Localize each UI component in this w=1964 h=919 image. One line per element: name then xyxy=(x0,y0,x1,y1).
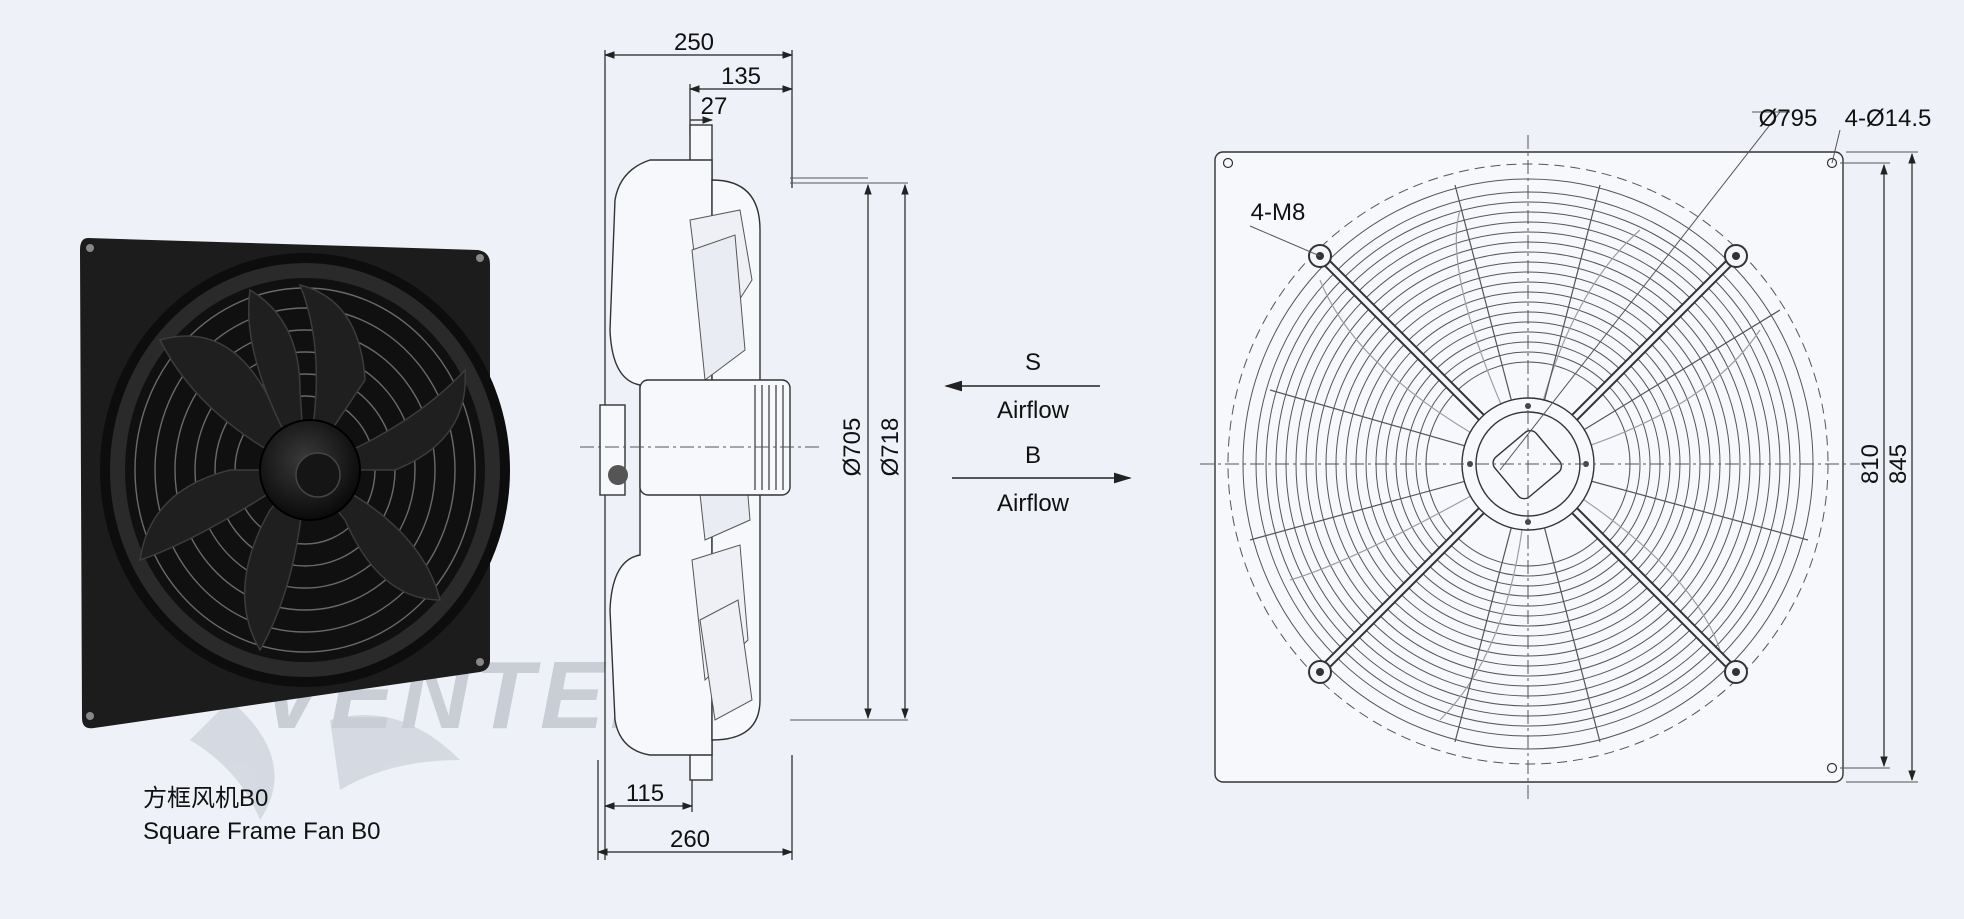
frame-mount-hole-br xyxy=(1826,762,1838,774)
frame-mount-hole-tr xyxy=(1826,157,1838,169)
airflow-s-label: S xyxy=(1025,349,1041,376)
dim-threads: 4-M8 xyxy=(1251,199,1306,226)
dim-frame-to-front: 135 xyxy=(721,63,761,90)
dim-dia-outer: Ø718 xyxy=(877,418,904,477)
side-motor-fins xyxy=(754,385,784,490)
front-terminal-plate xyxy=(1492,429,1563,500)
frame-hole-br xyxy=(476,658,484,666)
front-m8-bolts xyxy=(1308,244,1748,684)
airflow-b-text: Airflow xyxy=(997,490,1070,517)
dim-dia-inner: Ø705 xyxy=(839,418,866,477)
front-view: Ø795 4-Ø14.5 4-M8 810 845 xyxy=(1200,105,1931,800)
dim-bottom-inner: 115 xyxy=(626,780,664,807)
dim-frame-size: 845 xyxy=(1885,444,1912,484)
side-cable-gland xyxy=(608,465,628,485)
dim-flange: 27 xyxy=(701,93,728,120)
airflow-s-text: Airflow xyxy=(997,397,1070,424)
dim-guard-dia: Ø795 xyxy=(1759,105,1818,132)
side-motor-body xyxy=(639,379,791,496)
dim-hole-spacing: 810 xyxy=(1857,444,1884,484)
caption-chinese: 方框风机B0 xyxy=(143,785,269,812)
fan-product-photo xyxy=(80,238,510,729)
airflow-legend: S Airflow B Airflow xyxy=(944,349,1132,517)
frame-hole-tl xyxy=(86,244,94,252)
frame-hole-bl xyxy=(86,712,94,720)
frame-hole-tr xyxy=(476,254,484,262)
caption-english: Square Frame Fan B0 xyxy=(143,818,381,845)
frame-mount-hole-tl xyxy=(1222,157,1234,169)
dim-holes: 4-Ø14.5 xyxy=(1845,105,1932,132)
front-m8-bolt-centers xyxy=(1316,252,1740,676)
dim-overall-depth: 250 xyxy=(674,29,714,56)
dim-bottom-overall: 260 xyxy=(670,826,710,853)
airflow-b-label: B xyxy=(1025,442,1041,469)
fan-hub-center xyxy=(295,452,341,498)
side-view: 250 135 27 Ø705 Ø718 xyxy=(580,29,909,860)
